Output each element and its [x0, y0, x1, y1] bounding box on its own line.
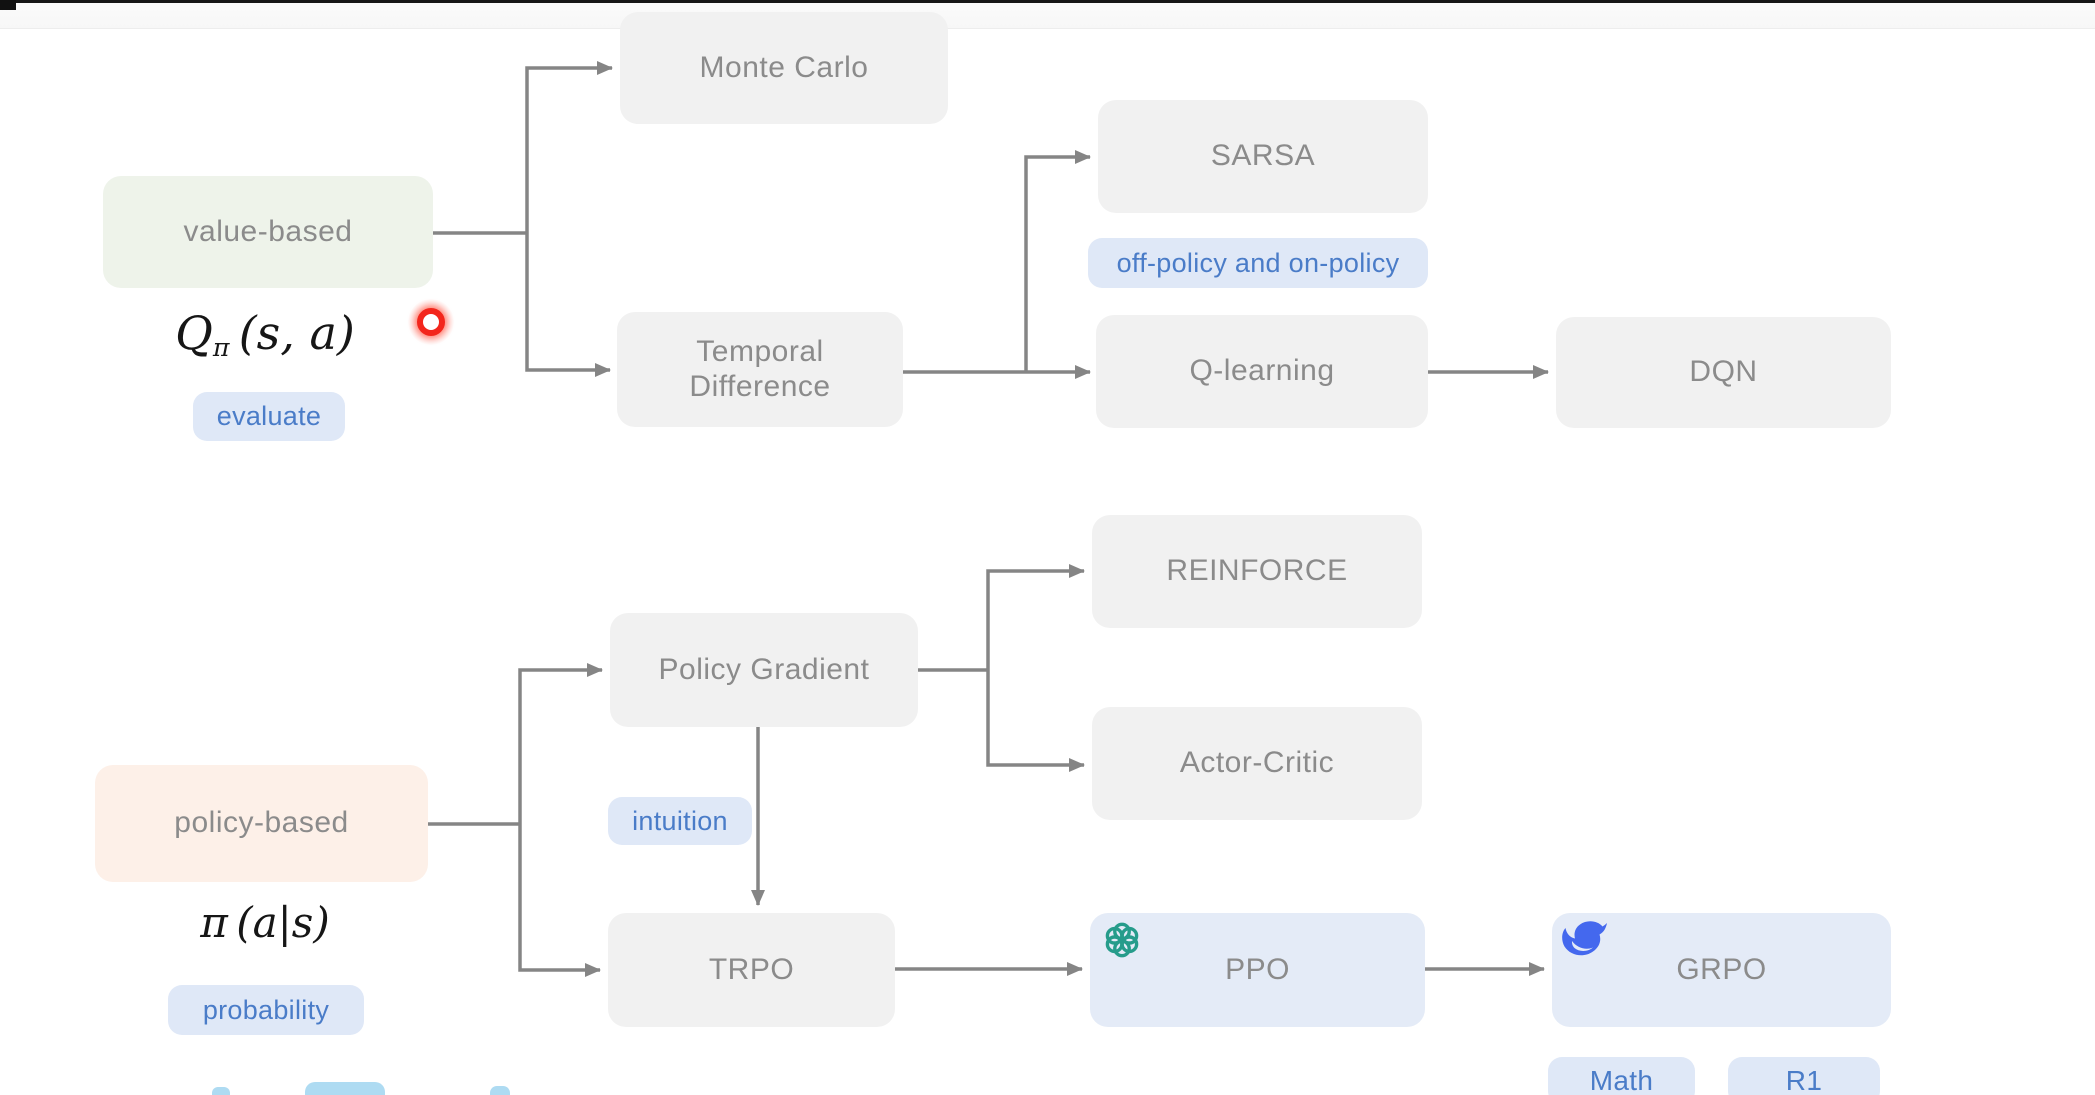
badge-r1: R1 [1728, 1057, 1880, 1095]
pi-policy-formula: π (a|s) [200, 898, 330, 947]
node-policy-based-label: policy-based [174, 806, 349, 840]
node-reinforce: REINFORCE [1092, 515, 1422, 628]
node-sarsa: SARSA [1098, 100, 1428, 213]
node-value-based-label: value-based [183, 214, 353, 248]
node-q-learning: Q-learning [1096, 315, 1428, 428]
top-strip [0, 0, 2095, 29]
node-actor-critic: Actor-Critic [1092, 707, 1422, 820]
watermark-fragment [305, 1082, 385, 1095]
node-sarsa-label: SARSA [1210, 139, 1316, 173]
node-grpo: GRPO [1552, 913, 1891, 1027]
deepseek-whale-icon [1562, 921, 1607, 956]
laser-pointer-cursor [417, 308, 445, 336]
watermark-fragment [490, 1086, 510, 1095]
top-edge-line [0, 0, 2095, 3]
node-policy-based: policy-based [95, 765, 428, 882]
node-grpo-label: GRPO [1676, 952, 1767, 986]
badge-math: Math [1548, 1057, 1695, 1095]
badge-intuition: intuition [608, 797, 752, 845]
node-ppo: PPO [1090, 913, 1425, 1027]
node-monte-carlo-label: Monte Carlo [699, 50, 869, 84]
node-temporal-difference: Temporal Difference [617, 312, 903, 427]
openai-icon [1105, 922, 1139, 958]
node-policy-gradient: Policy Gradient [610, 613, 918, 727]
node-trpo: TRPO [608, 913, 895, 1027]
node-dqn: DQN [1556, 317, 1891, 428]
node-temporal-difference-label: Temporal Difference [689, 335, 831, 403]
node-q-learning-label: Q-learning [1189, 354, 1335, 388]
node-reinforce-label: REINFORCE [1166, 554, 1348, 588]
node-dqn-label: DQN [1689, 355, 1758, 389]
node-monte-carlo: Monte Carlo [620, 12, 948, 124]
node-value-based: value-based [103, 176, 433, 288]
top-left-black-corner [0, 0, 16, 10]
node-trpo-label: TRPO [708, 952, 795, 986]
badge-off-policy-and-on-policy: off-policy and on-policy [1088, 238, 1428, 288]
node-ppo-label: PPO [1225, 952, 1290, 986]
node-actor-critic-label: Actor-Critic [1179, 746, 1335, 780]
watermark-fragment [212, 1087, 230, 1095]
badge-probability: probability [168, 985, 364, 1035]
q-value-formula: Qπ (s, a) [175, 306, 355, 363]
badge-evaluate: evaluate [193, 392, 345, 441]
node-policy-gradient-label: Policy Gradient [658, 652, 870, 686]
